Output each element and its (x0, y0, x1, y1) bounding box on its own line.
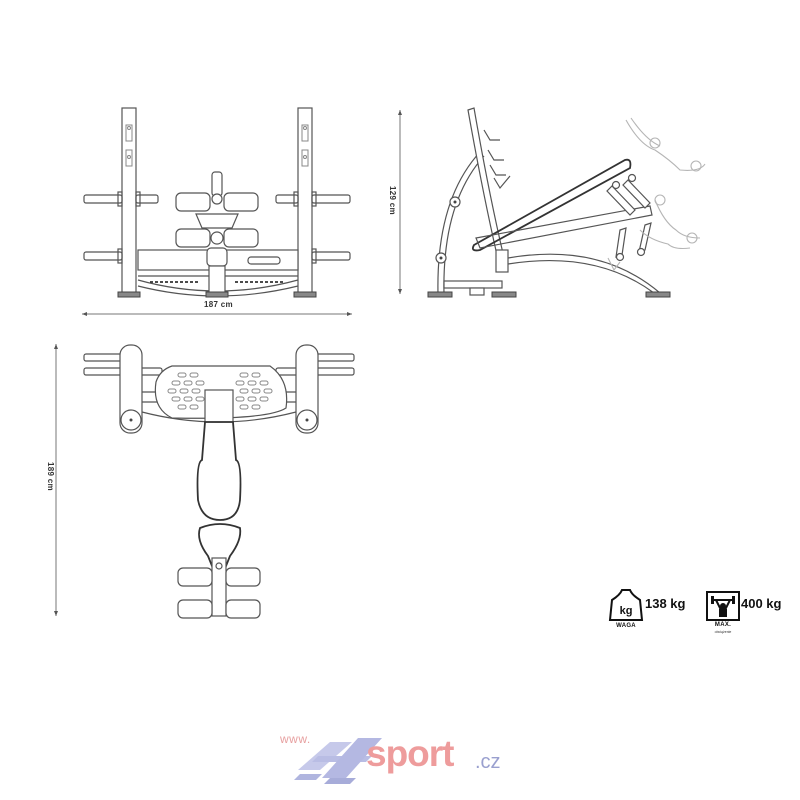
max-load-caption: MAX. (714, 622, 732, 628)
top-view (54, 344, 355, 619)
alternate-position-ghost (607, 117, 706, 272)
leg-rollers-top (177, 567, 261, 619)
max-load-spec: 400 kg (738, 596, 781, 611)
max-load-lifter-icon (706, 591, 740, 621)
front-view (82, 107, 352, 316)
backrest-pad-incline (471, 158, 632, 252)
weight-caption: WAGA (616, 623, 636, 629)
right-upright (297, 107, 313, 295)
weight-spec: 138 kg (642, 596, 685, 611)
linkage-arms (606, 173, 652, 262)
side-view (398, 107, 706, 298)
width-dimension-label: 187 cm (204, 300, 233, 309)
logo-brand-text: sport (366, 733, 454, 774)
left-upright (121, 107, 137, 295)
svg-text:kg: kg (620, 605, 633, 617)
backrest-pad-flat (475, 205, 653, 249)
hsport-logo-mark (294, 738, 382, 784)
max-load-value: 400 kg (741, 596, 782, 611)
leg-rollers-front (175, 192, 259, 248)
max-load-subcaption: obciążenie (714, 630, 732, 634)
hsport-watermark: www. sport .cz (280, 730, 530, 786)
weight-horns-upper (83, 191, 351, 207)
height-dimension-label: 129 cm (387, 186, 397, 215)
kg-weight-icon: kg (608, 589, 644, 621)
seat-pad (198, 523, 242, 567)
length-dimension-label: 189 cm (45, 462, 55, 491)
platform-slots (167, 372, 273, 410)
weight-value: 138 kg (645, 596, 686, 611)
backrest-pad (196, 421, 242, 521)
weight-horns-lower (83, 248, 351, 264)
logo-www-prefix: www. (280, 732, 311, 746)
logo-tld: .cz (475, 751, 501, 773)
